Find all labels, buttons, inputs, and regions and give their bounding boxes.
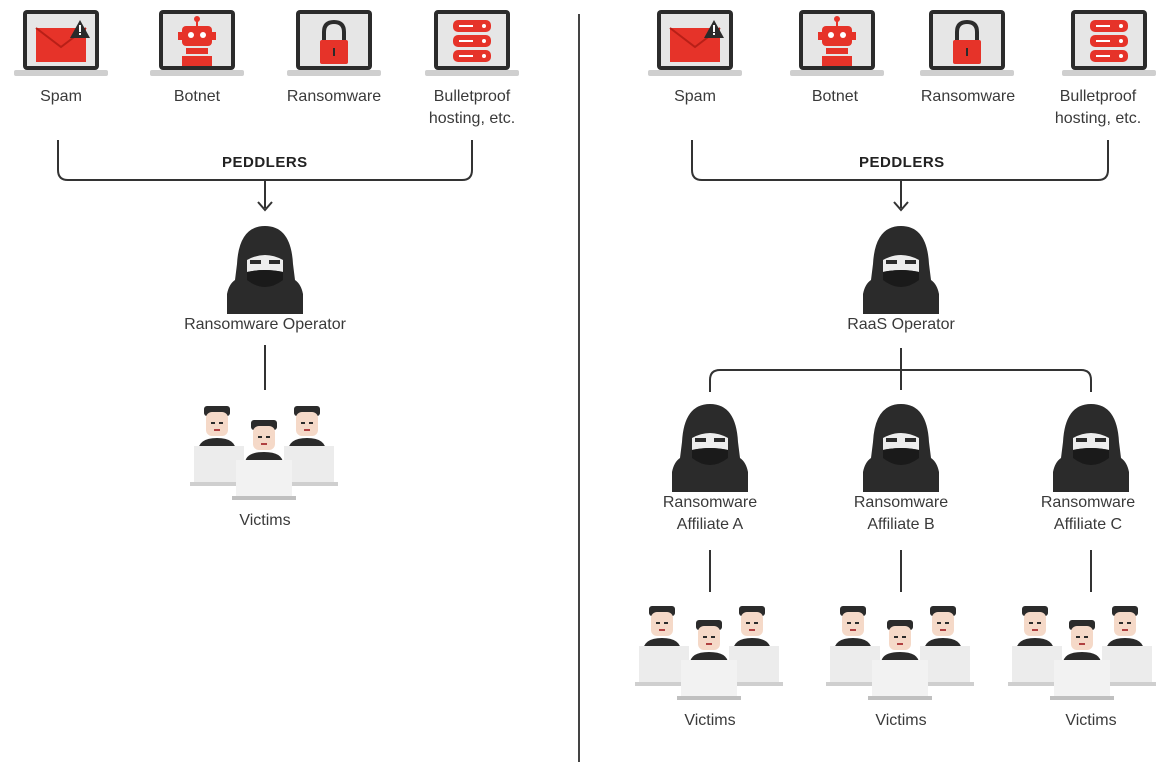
peddlers-label: PEDDLERS	[859, 154, 945, 171]
robot-icon	[150, 10, 244, 76]
hooded-operator-icon	[863, 226, 939, 314]
tool-label-bulletproof: Bulletproof hosting, etc.	[1054, 88, 1142, 127]
affiliate-b-label: Ransomware Affiliate B	[853, 494, 949, 533]
peddlers-label: PEDDLERS	[222, 154, 308, 171]
hooded-affiliate-b-icon	[863, 404, 939, 492]
tool-label-spam: Spam	[674, 88, 716, 105]
padlock-icon	[920, 10, 1014, 76]
server-stack-icon	[1062, 10, 1156, 76]
hooded-operator-icon	[227, 226, 303, 314]
tool-label-ransomware: Ransomware	[920, 88, 1016, 105]
operator-label: Ransomware Operator	[184, 316, 346, 333]
tool-label-spam: Spam	[40, 88, 82, 105]
robot-icon	[790, 10, 884, 76]
tool-label-botnet: Botnet	[173, 88, 221, 105]
victims-group-icon	[190, 406, 338, 500]
victims-label: Victims	[239, 512, 291, 529]
affiliates-bracket	[709, 369, 1092, 392]
hooded-affiliate-a-icon	[672, 404, 748, 492]
victims-group-icon	[826, 606, 974, 700]
hooded-affiliate-c-icon	[1053, 404, 1129, 492]
victims-group-icon	[1008, 606, 1156, 700]
envelope-warning-icon	[14, 10, 108, 76]
server-stack-icon	[425, 10, 519, 76]
victims-label: Victims	[875, 712, 927, 729]
envelope-warning-icon	[648, 10, 742, 76]
victims-label: Victims	[684, 712, 736, 729]
tool-label-ransomware: Ransomware	[286, 88, 382, 105]
raas-operator-label: RaaS Operator	[847, 316, 955, 333]
affiliate-a-label: Ransomware Affiliate A	[662, 494, 758, 533]
affiliate-c-label: Ransomware Affiliate C	[1040, 494, 1136, 533]
padlock-icon	[287, 10, 381, 76]
tool-label-bulletproof: Bulletproof hosting, etc.	[428, 88, 516, 127]
tool-label-botnet: Botnet	[811, 88, 859, 105]
victims-group-icon	[635, 606, 783, 700]
victims-label: Victims	[1065, 712, 1117, 729]
